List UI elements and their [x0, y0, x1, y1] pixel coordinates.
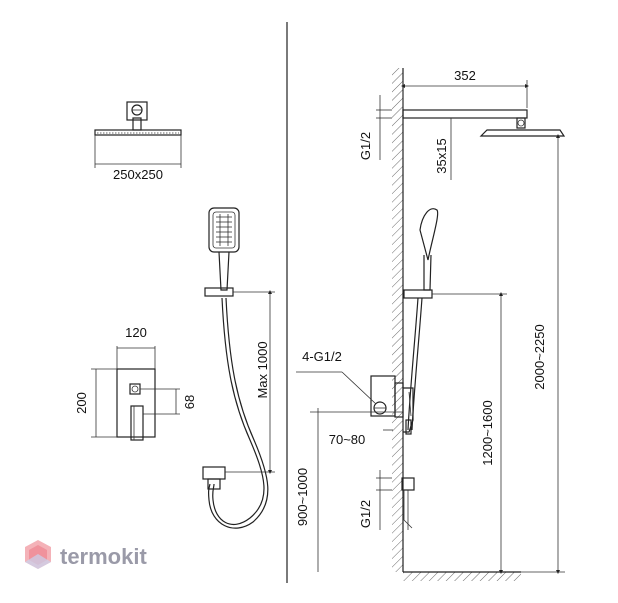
height-dimensions: [499, 134, 565, 574]
holder-height-label: 1200~1600: [480, 400, 495, 465]
mixer-height-label: 200: [74, 392, 89, 414]
head-size-label: 250x250: [113, 167, 163, 182]
depth-label: 70~80: [329, 432, 366, 447]
hand-shower-side: [403, 208, 507, 431]
shower-head-top-view: [94, 101, 182, 168]
hand-shower-assembly: [202, 207, 275, 529]
hose-max-label: Max 1000: [255, 341, 270, 398]
bottom-outlet-side: [376, 470, 415, 530]
wall-section: [392, 68, 521, 581]
mixer-width-label: 120: [125, 325, 147, 340]
mixer-floor-height-label: 900~1000: [295, 468, 310, 526]
inlet-top-label: G1/2: [358, 132, 373, 160]
arm-section-label: 35x15: [434, 138, 449, 173]
head-height-label: 2000~2250: [532, 324, 547, 389]
outlets-label: 4-G1/2: [302, 349, 342, 364]
shower-arm-side: [376, 80, 566, 180]
mixer-side-view: [296, 371, 414, 572]
arm-length-label: 352: [454, 68, 476, 83]
brand-logo: termokit: [25, 540, 147, 569]
inlet-bottom-label: G1/2: [358, 500, 373, 528]
mixer-front-view: [91, 346, 180, 441]
brand-name: termokit: [60, 544, 147, 569]
mixer-offset-label: 68: [182, 395, 197, 409]
